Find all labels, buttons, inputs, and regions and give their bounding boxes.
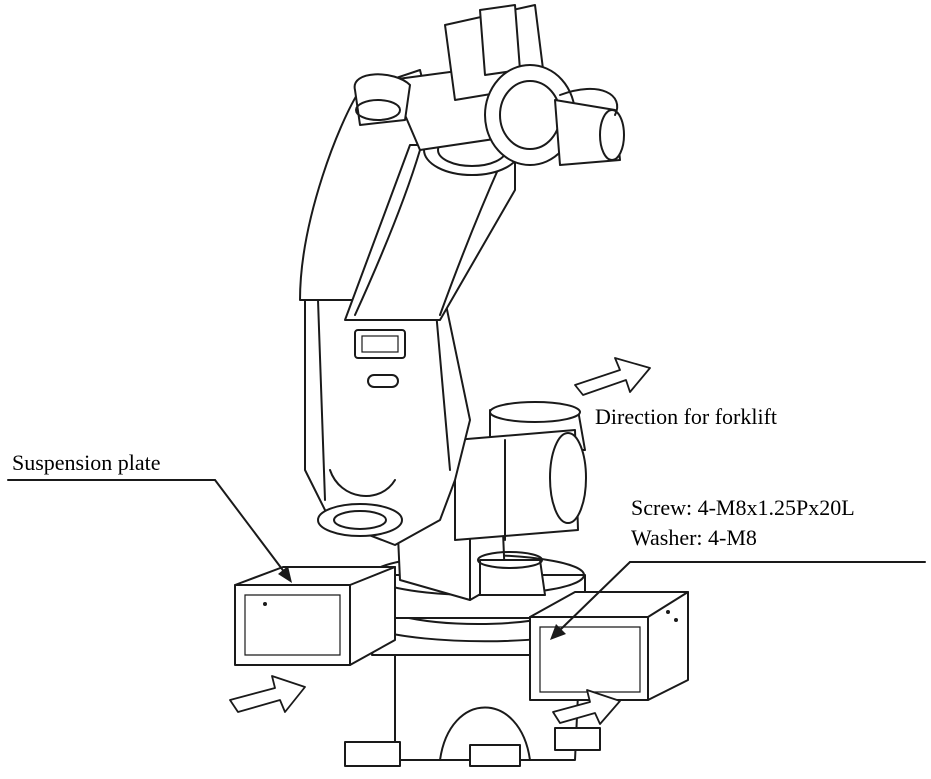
forklift-direction-label: Direction for forklift [595,404,778,429]
washer-spec-label: Washer: 4-M8 [631,525,757,550]
suspension-plate-label: Suspension plate [12,450,161,475]
leader-screw [550,561,926,640]
leader-suspension [7,479,292,583]
forklift-arrow-left [229,675,306,713]
suspension-plate-left [234,566,396,666]
screw-spec-label: Screw: 4-M8x1.25Px20L [631,495,855,520]
forklift-arrow-top [574,357,651,396]
forklift-arrow-right [552,689,621,725]
suspension-plate-right [529,591,689,701]
lower-arm [304,294,471,546]
axis2-motor [454,401,587,541]
wrist-assembly [353,4,625,166]
